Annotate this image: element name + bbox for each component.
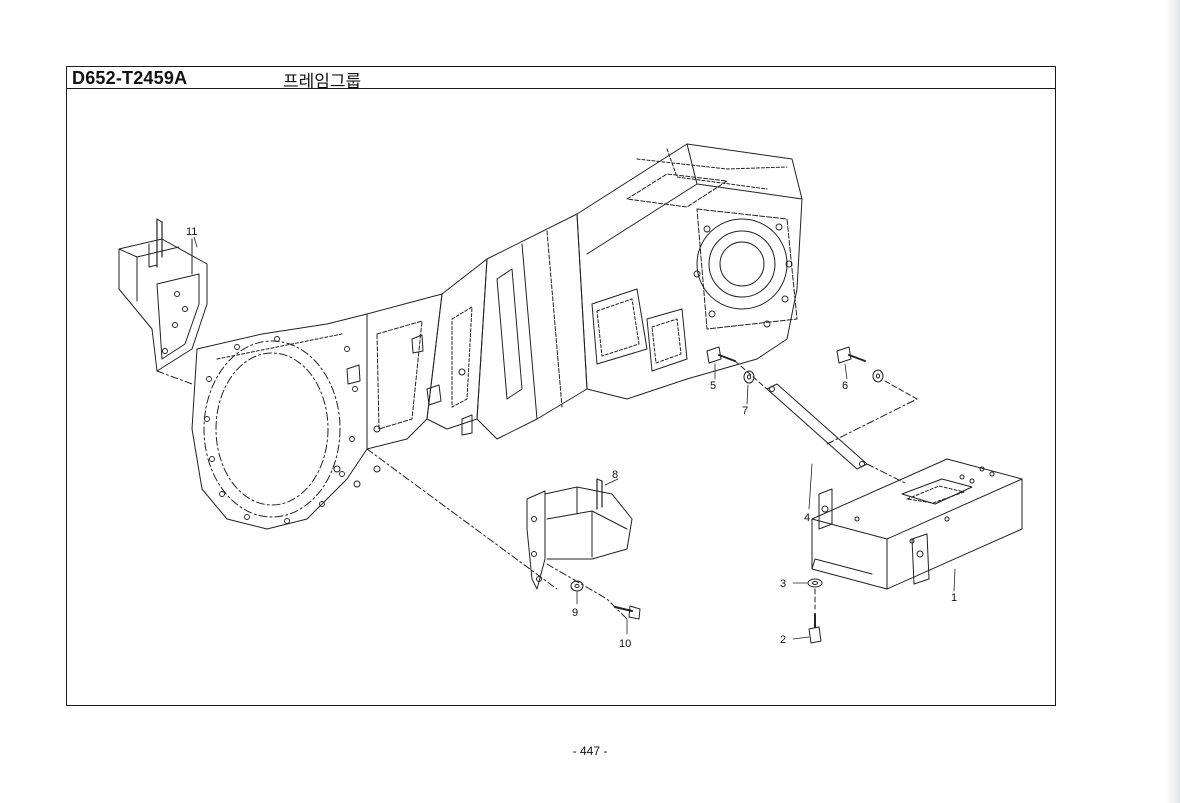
callout-8: 8	[612, 469, 618, 481]
transmission-housing	[191, 143, 803, 530]
callout-7: 7	[742, 405, 748, 417]
header-bar: D652-T2459A 프레임그룹	[67, 67, 1055, 92]
part-3-washer	[807, 578, 823, 588]
part-7-washer	[734, 360, 768, 390]
diagram-frame: D652-T2459A 프레임그룹	[66, 66, 1056, 706]
callout-10: 10	[619, 638, 631, 650]
part-8-bracket	[366, 448, 633, 620]
scan-edge	[1166, 0, 1180, 803]
part-1-frame	[811, 458, 1023, 590]
callout-1: 1	[951, 592, 957, 604]
callout-2: 2	[780, 634, 786, 646]
callout-9: 9	[572, 607, 578, 619]
callout-leaders	[193, 236, 956, 640]
exploded-parts-drawing: 11 8 9 10 5 7 4 6 3 2 1	[118, 143, 1023, 650]
part-9-washer	[570, 580, 584, 592]
callout-6: 6	[842, 380, 848, 392]
callout-5: 5	[710, 380, 716, 392]
callout-4: 4	[804, 512, 810, 524]
page-number: - 447 -	[572, 744, 608, 758]
part-5-bolt	[706, 346, 736, 364]
part-4-strap	[766, 383, 918, 485]
callout-3: 3	[780, 578, 786, 590]
part-2-bolt	[808, 588, 822, 644]
group-title: 프레임그룹	[283, 72, 362, 92]
part-6-bolt	[836, 346, 918, 400]
part-10-bolt	[614, 605, 641, 620]
callout-11: 11	[186, 226, 197, 238]
part-group-code: D652-T2459A	[72, 68, 188, 88]
part-11-bracket	[118, 218, 208, 385]
